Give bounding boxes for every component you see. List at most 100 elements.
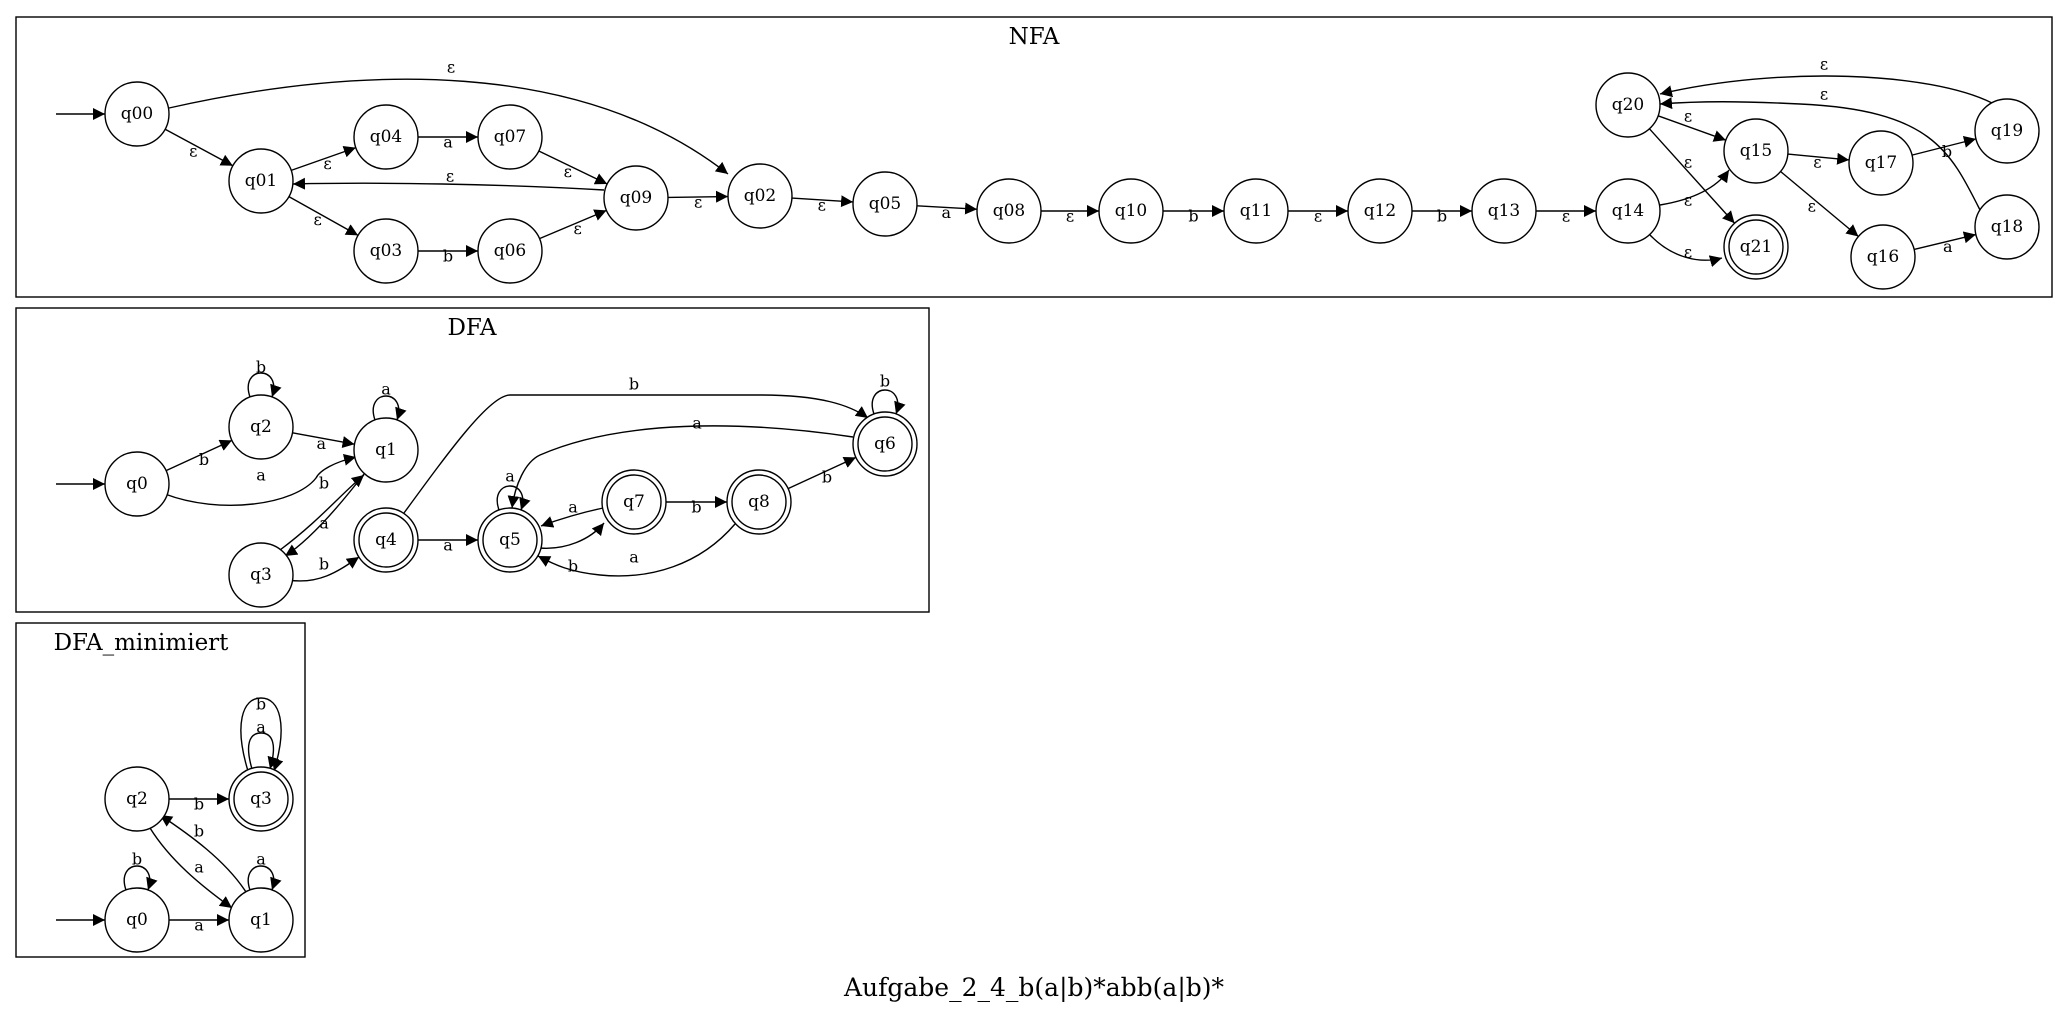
state-circle xyxy=(104,766,170,832)
state-label: q12 xyxy=(1364,201,1397,221)
accepting-ring xyxy=(857,416,913,472)
state-nfa-q07: q07 xyxy=(477,104,543,170)
edge-label-dfa-q2-q2: b xyxy=(256,358,266,377)
accepting-ring xyxy=(482,512,538,568)
edge-dfa-q4-q6 xyxy=(403,394,869,514)
edge-dfa-q1-q1 xyxy=(372,395,407,421)
cluster-frame-dfa_min xyxy=(15,622,306,958)
accepting-ring xyxy=(1728,219,1784,275)
state-dfa_min-q2: q2 xyxy=(104,766,170,832)
state-nfa-q18: q18 xyxy=(1974,194,2040,260)
state-circle xyxy=(353,104,419,170)
state-circle xyxy=(353,417,419,483)
edge-label-nfa-q03-q06: b xyxy=(443,247,453,266)
graph-title: Aufgabe_2_4_b(a|b)*abb(a|b)* xyxy=(843,973,1225,1003)
edge-label-dfa-q8-q5: a xyxy=(629,548,639,567)
edge-nfa-q18-q20 xyxy=(1659,97,1981,211)
state-circle xyxy=(228,394,294,460)
state-label: q6 xyxy=(874,434,896,454)
accepting-ring xyxy=(731,474,787,530)
state-label: q5 xyxy=(499,530,521,550)
state-label: q18 xyxy=(1991,217,2024,237)
edge-label-dfa-q7-q5: a xyxy=(568,498,578,517)
edge-dfa_min-q3-q3 xyxy=(247,732,280,770)
edge-dfa-q8-q5 xyxy=(537,523,736,577)
state-label: q09 xyxy=(620,188,653,208)
state-dfa-q5: q5 xyxy=(477,507,543,573)
state-circle xyxy=(1471,178,1537,244)
state-nfa-q14: q14 xyxy=(1595,178,1661,244)
edge-label-nfa-q14-q21: ε xyxy=(1684,243,1692,262)
edge-label-nfa-q00-q01: ε xyxy=(189,142,197,161)
state-nfa-q11: q11 xyxy=(1223,178,1289,244)
state-nfa-q19: q19 xyxy=(1974,98,2040,164)
edge-nfa-q05-q08 xyxy=(916,202,978,215)
state-label: q0 xyxy=(126,910,148,930)
edge-label-nfa-q20-q15: ε xyxy=(1684,107,1692,126)
state-label: q10 xyxy=(1115,201,1148,221)
state-circle xyxy=(1850,224,1916,290)
state-circle xyxy=(852,171,918,237)
state-label: q04 xyxy=(370,127,403,147)
edge-label-dfa-q1-q1: a xyxy=(381,380,391,399)
edge-label-nfa-q12-q13: b xyxy=(1437,207,1447,226)
state-nfa-q21: q21 xyxy=(1723,214,1789,280)
state-dfa_min-q1: q1 xyxy=(228,887,294,953)
edge-label-dfa_min-q2-q3: b xyxy=(194,795,204,814)
edge-dfa_min-q3-q3 xyxy=(240,697,284,772)
state-label: q1 xyxy=(250,910,272,930)
state-label: q03 xyxy=(370,241,403,261)
edge-label-nfa-q06-q09: ε xyxy=(574,219,582,238)
edge-label-nfa-q15-q17: ε xyxy=(1813,152,1821,171)
edge-nfa-q14-q21 xyxy=(1649,234,1723,267)
state-dfa-q6: q6 xyxy=(852,411,918,477)
state-label: q20 xyxy=(1612,95,1645,115)
edge-dfa-q0-q2 xyxy=(165,439,233,472)
state-circle xyxy=(1974,98,2040,164)
state-circle xyxy=(477,218,543,284)
state-circle xyxy=(1848,130,1914,196)
edge-label-dfa-q4-q6: b xyxy=(629,375,639,394)
edge-dfa-q6-q6 xyxy=(871,389,906,415)
edge-nfa-q19-q20 xyxy=(1659,75,1993,104)
edge-label-nfa-q02-q05: ε xyxy=(818,195,826,214)
edge-label-dfa_min-q2-q1: a xyxy=(194,858,204,877)
edge-label-dfa-q0-q2: b xyxy=(199,450,209,469)
edge-dfa_min-q1-q1 xyxy=(247,865,282,891)
state-nfa-q16: q16 xyxy=(1850,224,1916,290)
edge-dfa-q6-q5 xyxy=(507,425,854,509)
state-circle xyxy=(104,81,170,147)
state-nfa-q12: q12 xyxy=(1347,178,1413,244)
state-label: q13 xyxy=(1488,201,1521,221)
state-circle xyxy=(1223,178,1289,244)
edge-label-dfa-q6-q5: a xyxy=(692,414,702,433)
state-circle xyxy=(104,887,170,953)
edge-nfa-q20-q15 xyxy=(1657,115,1727,142)
edge-label-nfa-q01-q03: ε xyxy=(313,210,321,229)
edge-dfa-q2-q2 xyxy=(247,372,282,398)
state-circle xyxy=(1595,178,1661,244)
state-label: q21 xyxy=(1740,237,1773,257)
edge-label-nfa-q01-q04: ε xyxy=(323,154,331,173)
edge-dfa-q0-q1 xyxy=(164,453,357,506)
edge-dfa-q3-q4 xyxy=(287,556,360,582)
edge-dfa-q5-q7 xyxy=(539,522,605,549)
state-label: q01 xyxy=(245,171,278,191)
cluster-title-dfa: DFA xyxy=(447,315,496,341)
state-nfa-q10: q10 xyxy=(1098,178,1164,244)
state-nfa-q04: q04 xyxy=(353,104,419,170)
state-label: q4 xyxy=(375,530,397,550)
edge-label-nfa-q13-q14: ε xyxy=(1562,207,1570,226)
state-nfa-q03: q03 xyxy=(353,218,419,284)
edge-label-nfa-q10-q11: b xyxy=(1188,207,1198,226)
cluster-frame-dfa xyxy=(15,307,930,613)
edge-label-nfa-q05-q08: a xyxy=(942,203,952,222)
state-label: q0 xyxy=(126,474,148,494)
edge-dfa_min-q2-q1 xyxy=(149,827,233,909)
edge-dfa_min-q0-q0 xyxy=(123,865,158,891)
edge-label-dfa_min-q0-q1: a xyxy=(194,916,204,935)
state-nfa-q17: q17 xyxy=(1848,130,1914,196)
state-label: q15 xyxy=(1740,141,1773,161)
state-label: q3 xyxy=(250,789,272,809)
